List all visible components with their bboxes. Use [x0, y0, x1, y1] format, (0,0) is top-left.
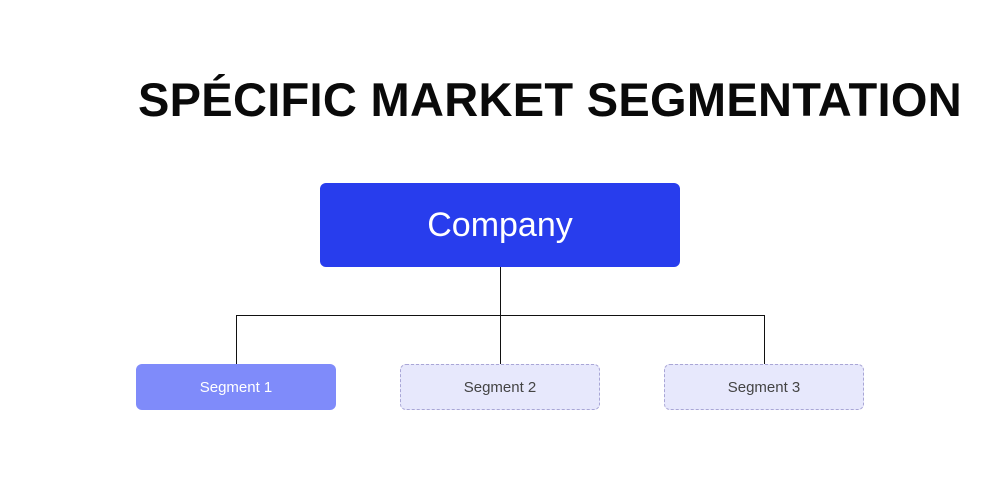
connector-root-vertical — [500, 267, 501, 315]
segment-2-label: Segment 2 — [463, 378, 537, 396]
segment-1-node: Segment 1 — [136, 364, 336, 410]
connector-segment-3 — [764, 315, 765, 364]
company-label: Company — [427, 205, 573, 244]
diagram-title: SPÉCIFIC MARKET SEGMENTATION — [138, 73, 962, 126]
segment-3-label: Segment 3 — [727, 378, 801, 396]
segment-3-node: Segment 3 — [664, 364, 864, 410]
company-node: Company — [320, 183, 680, 267]
segment-1-label: Segment 1 — [199, 378, 273, 396]
segment-2-node: Segment 2 — [400, 364, 600, 410]
connector-segment-1 — [236, 315, 237, 364]
connector-segment-2 — [500, 315, 501, 364]
